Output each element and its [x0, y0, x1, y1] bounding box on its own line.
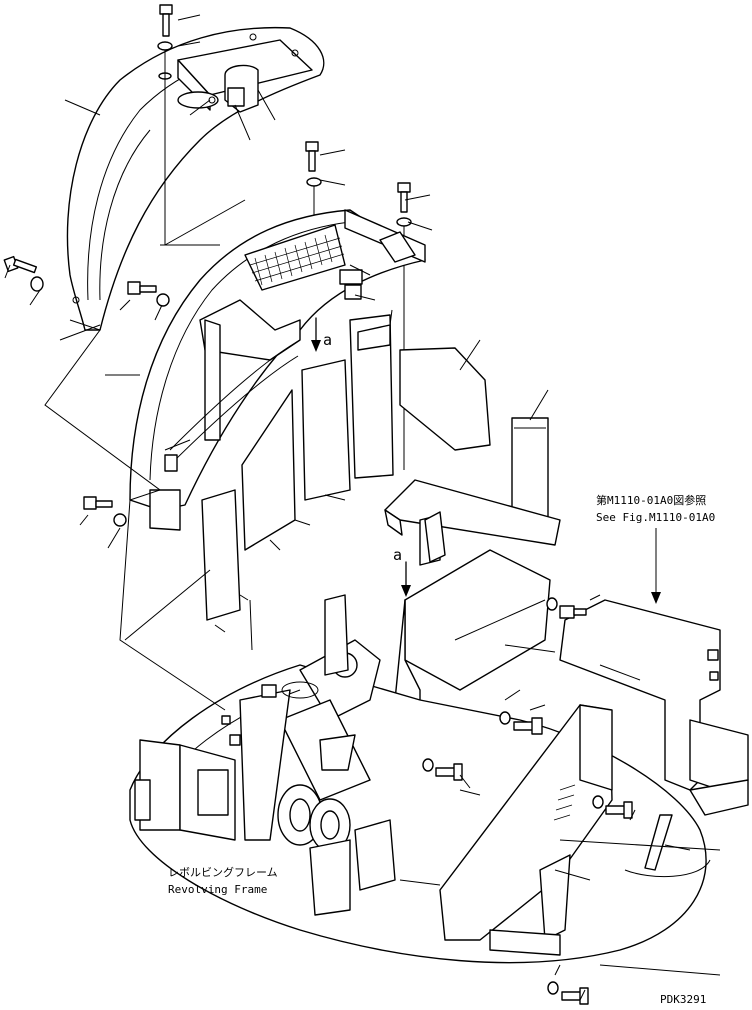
bolt-icon [3, 255, 44, 292]
right-hood-reference [559, 599, 749, 816]
bolt-icon [159, 4, 173, 37]
drawing-number: PDK3291 [660, 993, 706, 1006]
bolt-icon [546, 597, 587, 619]
bolt-icon [127, 281, 170, 307]
view-a-label: a [323, 331, 332, 349]
side-cover [439, 704, 613, 956]
view-a-label-lower: a [393, 546, 402, 564]
reference-note-jp: 第M1110-01A0図参照 [596, 493, 706, 507]
bolt-icon [422, 758, 463, 781]
bolt-icon [592, 795, 633, 819]
bolt-icon [83, 496, 127, 527]
rear-hood-cover [66, 26, 325, 331]
hood-frame [129, 209, 426, 531]
reference-note-en: See Fig.M1110-01A0 [596, 511, 715, 524]
frame-label-jp: レボルビングフレーム [168, 865, 278, 879]
bolt-icon [305, 141, 322, 187]
bolt-icon [499, 711, 543, 735]
rubber-strip [644, 814, 673, 871]
clip-part [424, 511, 446, 563]
bolt-icon [547, 981, 589, 1005]
frame-label-en: Revolving Frame [168, 883, 267, 896]
direction-arrow-icon [311, 317, 411, 597]
leader-lines [4, 14, 721, 1001]
bolt-icon [396, 182, 412, 227]
